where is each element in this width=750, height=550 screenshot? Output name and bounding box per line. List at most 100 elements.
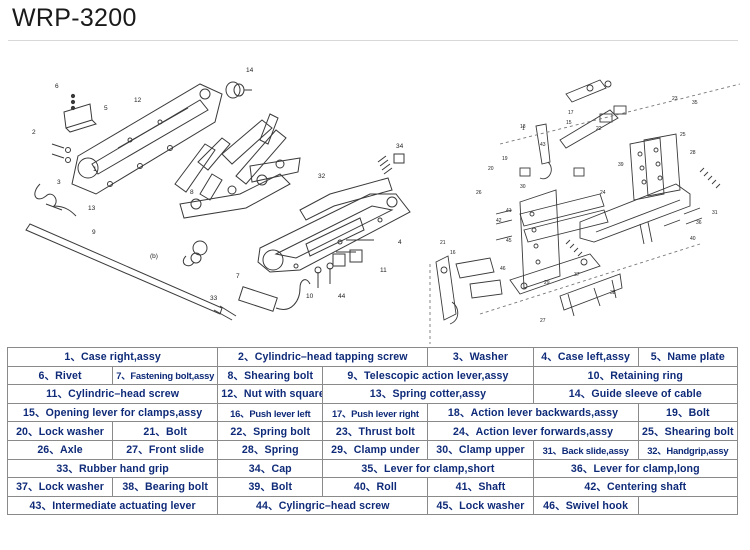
screw-washer-parts [51, 143, 71, 163]
callout-7: 7 [236, 273, 240, 280]
case-right-part [71, 83, 223, 195]
lever-assembly-parts [535, 79, 619, 180]
part-22: 22、Spring bolt [217, 421, 324, 441]
part-39: 39、Bolt [217, 477, 324, 497]
dashed-axis-lines [429, 83, 741, 344]
part-7: 7、Fastening bolt,assy [112, 365, 219, 386]
callout-25: 25 [680, 132, 686, 138]
callout-26: 26 [476, 190, 482, 196]
swivel-hook-part [182, 240, 208, 267]
spring-parts-right [565, 167, 721, 257]
callout-29: 29 [544, 280, 550, 286]
callout-5: 5 [104, 105, 108, 112]
part-6: 6、Rivet [6, 365, 114, 386]
callout-labels-right: 1 15 16 17 18 19 20 21 22 23 24 25 26 27… [440, 96, 718, 324]
callout-labels-left: 1 2 3 4 5 6 7 8 9 10 11 12 13 14 32 33 3… [32, 67, 404, 302]
slide-parts [509, 183, 691, 311]
part-25: 25、Shearing bolt [637, 421, 739, 441]
parts-list-table: 1、Case right,assy 2、Cylindric–head tappi… [6, 347, 739, 516]
callout-41: 41 [506, 208, 512, 214]
part-8: 8、Shearing bolt [217, 365, 324, 386]
callout-22: 22 [596, 126, 602, 132]
part-20: 20、Lock washer [6, 421, 114, 441]
part-27: 27、Front slide [112, 439, 219, 460]
push-lever-parts [435, 255, 503, 325]
callout-35: 35 [692, 100, 698, 106]
callout-46: 46 [500, 266, 506, 272]
part-38: 38、Bearing bolt [112, 477, 219, 497]
part-12: 12、Nut with square [217, 384, 324, 404]
callout-27: 27 [540, 318, 546, 324]
part-35: 35、Lever for clamp,short [322, 458, 534, 479]
part-42: 42、Centering shaft [532, 477, 739, 497]
part-31: 31、Back slide,assy [532, 439, 639, 460]
callout-10: 10 [306, 293, 314, 300]
callout-8: 8 [190, 189, 194, 196]
callout-39: 39 [618, 162, 624, 168]
part-10: 10、Retaining ring [532, 365, 739, 386]
part-18: 18、Action lever backwards,assy [427, 402, 639, 423]
callout-20: 20 [488, 166, 494, 172]
callout-3: 3 [57, 179, 61, 186]
part-29: 29、Clamp under [322, 439, 429, 460]
callout-34: 34 [396, 143, 404, 150]
callout-r-a: 1 [522, 126, 525, 132]
bolt-parts-left [314, 239, 374, 288]
callout-28: 28 [690, 150, 696, 156]
part-11: 11、Cylindric–head screw [6, 384, 219, 404]
table-row: 26、Axle 27、Front slide 28、Spring 29、Clam… [6, 439, 739, 460]
name-plate-part [63, 103, 97, 133]
small-bolts-right [495, 105, 703, 317]
part-34: 34、Cap [217, 458, 324, 479]
callout-43: 43 [540, 142, 546, 148]
part-30: 30、Clamp upper [427, 439, 534, 460]
table-row: 43、Intermediate actuating lever 44、Cylin… [6, 495, 739, 516]
case-left-part [257, 193, 411, 273]
callout-44: 44 [338, 293, 346, 300]
callout-15: 15 [566, 120, 572, 126]
rivet-parts [70, 93, 76, 111]
callout-24: 24 [600, 190, 606, 196]
guide-sleeve-part [225, 81, 252, 99]
callout-36: 36 [696, 220, 702, 226]
callout-9: 9 [92, 229, 96, 236]
part-26: 26、Axle [6, 439, 114, 460]
table-row: 33、Rubber hand grip 34、Cap 35、Lever for … [6, 458, 739, 479]
callout-23: 23 [672, 96, 678, 102]
callout-40: 40 [690, 236, 696, 242]
callout-16: 16 [450, 250, 456, 256]
exploded-view-drawing: 1 2 3 4 5 6 7 8 9 10 11 12 13 14 32 33 3… [25, 67, 741, 344]
callout-31: 31 [712, 210, 718, 216]
table-row: 37、Lock washer 38、Bearing bolt 39、Bolt 4… [6, 477, 739, 497]
part-24: 24、Action lever forwards,assy [427, 421, 639, 441]
part-44: 44、Cylingric–head screw [217, 495, 429, 516]
callout-2: 2 [32, 129, 36, 136]
callout-42: 42 [496, 218, 502, 224]
part-33: 33、Rubber hand grip [6, 458, 219, 479]
part-21: 21、Bolt [112, 421, 219, 441]
cap-spring-parts [377, 153, 405, 175]
part-9: 9、Telescopic action lever,assy [322, 365, 534, 386]
telescopic-lever-part [25, 223, 237, 321]
part-28: 28、Spring [217, 439, 324, 460]
callout-38: 38 [610, 290, 616, 296]
table-row: 1、Case right,assy 2、Cylindric–head tappi… [6, 347, 739, 367]
part-3: 3、Washer [427, 347, 534, 367]
page-title: WRP-3200 [12, 4, 137, 32]
callout-b: (b) [150, 253, 158, 260]
part-45: 45、Lock washer [427, 495, 534, 516]
table-row: 11、Cylindric–head screw 12、Nut with squa… [6, 384, 739, 404]
handgrip-part [299, 177, 393, 221]
fastening-bolt-part [238, 279, 311, 312]
part-36: 36、Lever for clamp,long [532, 458, 739, 479]
part-46: 46、Swivel hook [532, 495, 639, 516]
callout-21: 21 [440, 240, 446, 246]
part-4: 4、Case left,assy [532, 347, 639, 367]
callout-1: 1 [93, 166, 97, 173]
clamp-jaw-parts [519, 133, 681, 289]
callout-11: 11 [380, 267, 387, 274]
part-15: 15、Opening lever for clamps,assy [6, 402, 219, 423]
callout-19: 19 [502, 156, 508, 162]
part-19: 19、Bolt [637, 402, 739, 423]
part-37: 37、Lock washer [6, 477, 114, 497]
